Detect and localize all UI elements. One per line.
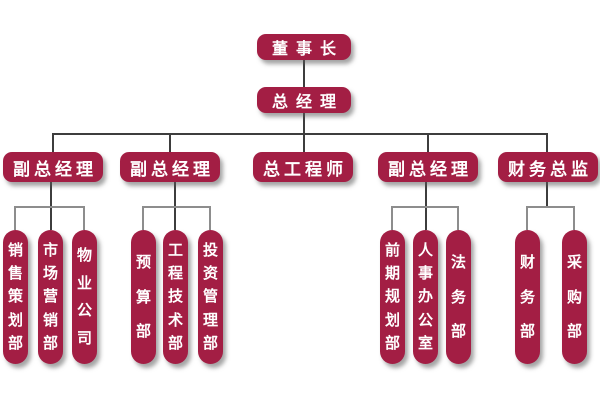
node-deputy-gm-3: 副总经理	[378, 152, 478, 182]
connector-g3-drop-left	[391, 206, 393, 230]
connector-g2-drop-left	[142, 206, 144, 230]
node-chief-engineer: 总工程师	[253, 152, 353, 182]
node-dept-marketing: 市场营销部	[38, 230, 63, 364]
node-dept-finance: 财务部	[515, 230, 540, 364]
node-dept-early-planning: 前期规划部	[380, 230, 405, 364]
node-dept-engineering-tech: 工程技术部	[163, 230, 188, 364]
node-dept-procurement: 采购部	[562, 230, 587, 364]
connector-drop-l3-1	[52, 133, 54, 152]
connector-g2-bus	[143, 206, 211, 208]
connector-chairman-gm	[303, 60, 305, 87]
connector-g4-bus	[527, 206, 575, 208]
node-dept-budget: 预算部	[131, 230, 156, 364]
connector-drop-l3-5	[546, 133, 548, 152]
connector-gm-trunk	[303, 113, 305, 152]
connector-g4-drop-right	[573, 206, 575, 230]
node-deputy-gm-2: 副总经理	[120, 152, 220, 182]
connector-drop-l3-4	[427, 133, 429, 152]
node-deputy-gm-1: 副总经理	[3, 152, 103, 182]
connector-drop-l3-2	[169, 133, 171, 152]
connector-g1-drop-left	[14, 206, 16, 230]
node-dept-property-company: 物业公司	[72, 230, 97, 364]
node-finance-director: 财务总监	[498, 152, 598, 182]
connector-g4-stem	[546, 182, 548, 207]
connector-g3-bus	[392, 206, 459, 208]
node-general-manager: 总经理	[257, 87, 351, 113]
connector-g2-drop-right	[209, 206, 211, 230]
node-dept-investment-mgmt: 投资管理部	[198, 230, 223, 364]
node-dept-sales-planning: 销售策划部	[3, 230, 28, 364]
node-dept-personnel-office: 人事办公室	[413, 230, 438, 364]
connector-g4-drop-left	[526, 206, 528, 230]
connector-g3-drop-right	[457, 206, 459, 230]
node-chairman: 董事长	[257, 34, 351, 60]
connector-g1-bus	[15, 206, 85, 208]
connector-main-bus	[53, 133, 547, 135]
node-dept-legal: 法务部	[446, 230, 471, 364]
connector-g1-drop-right	[83, 206, 85, 230]
